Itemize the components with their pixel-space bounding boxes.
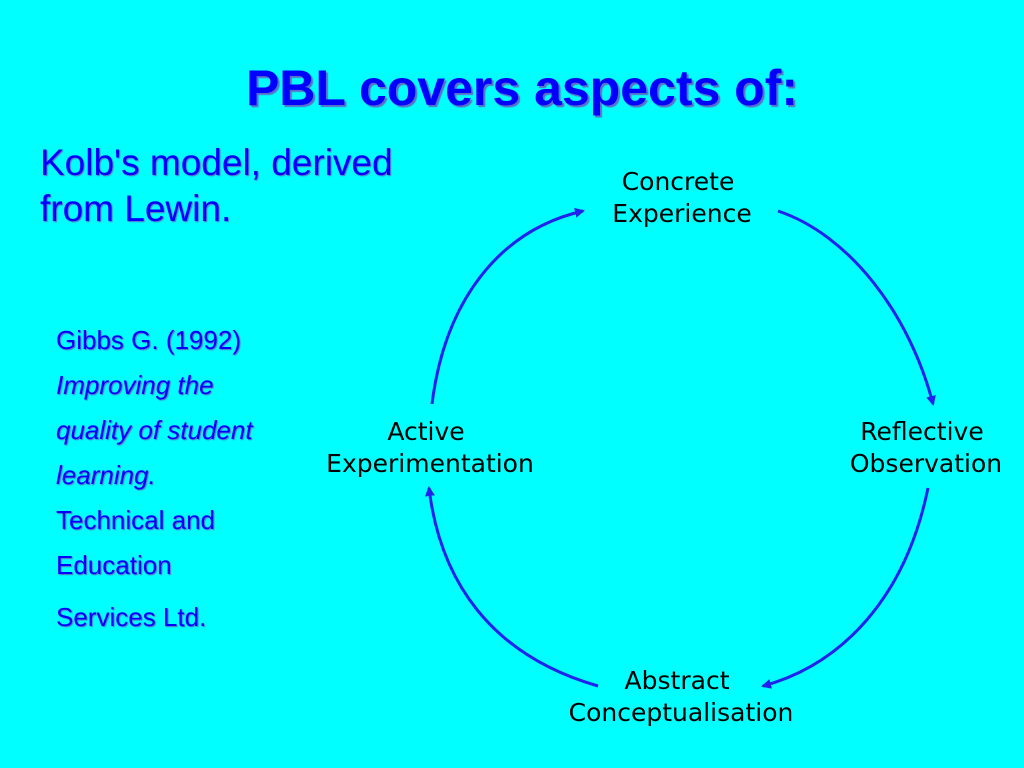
node-concrete-experience-line-2: Experience bbox=[612, 199, 751, 228]
node-reflective-observation-line-1: Reflective bbox=[860, 417, 983, 446]
node-concrete-experience-line-1: Concrete bbox=[622, 167, 735, 196]
arrow-reflection-to-conceptualisation bbox=[761, 487, 930, 689]
node-abstract-conceptualisation: Abstract Conceptualisation bbox=[569, 666, 794, 727]
citation-publisher-line-3: Services Ltd. bbox=[56, 602, 207, 632]
subtitle-line-1: Kolb's model, derived bbox=[40, 142, 393, 183]
node-concrete-experience: Concrete Experience bbox=[612, 167, 751, 228]
node-abstract-conceptualisation-line-2: Conceptualisation bbox=[569, 698, 794, 727]
subtitle-line-2: from Lewin. bbox=[40, 188, 232, 229]
node-reflective-observation: Reflective Observation bbox=[850, 417, 1002, 478]
citation-block: Gibbs G. (1992) Improving the quality of… bbox=[56, 318, 253, 640]
arrow-experience-to-reflection bbox=[777, 209, 936, 406]
slide-title: PBL covers aspects of: bbox=[245, 60, 799, 116]
slide-subtitle: Kolb's model, derived from Lewin. bbox=[40, 140, 393, 232]
node-reflective-observation-line-2: Observation bbox=[850, 449, 1002, 478]
arrow-conceptualisation-to-experimentation bbox=[424, 486, 599, 688]
node-active-experimentation: Active Experimentation bbox=[326, 417, 534, 478]
node-abstract-conceptualisation-line-1: Abstract bbox=[625, 666, 730, 695]
citation-publisher-line-1: Technical and bbox=[56, 505, 215, 535]
citation-publisher-line-2: Education bbox=[56, 550, 172, 580]
node-active-experimentation-line-2: Experimentation bbox=[326, 449, 534, 478]
citation-title-line-3: learning. bbox=[56, 460, 156, 490]
node-active-experimentation-line-1: Active bbox=[387, 417, 464, 446]
citation-title-line-2: quality of student bbox=[56, 415, 253, 445]
citation-title-line-1: Improving the bbox=[56, 370, 214, 400]
arrow-experimentation-to-experience bbox=[430, 207, 585, 405]
citation-author: Gibbs G. (1992) bbox=[56, 325, 241, 355]
